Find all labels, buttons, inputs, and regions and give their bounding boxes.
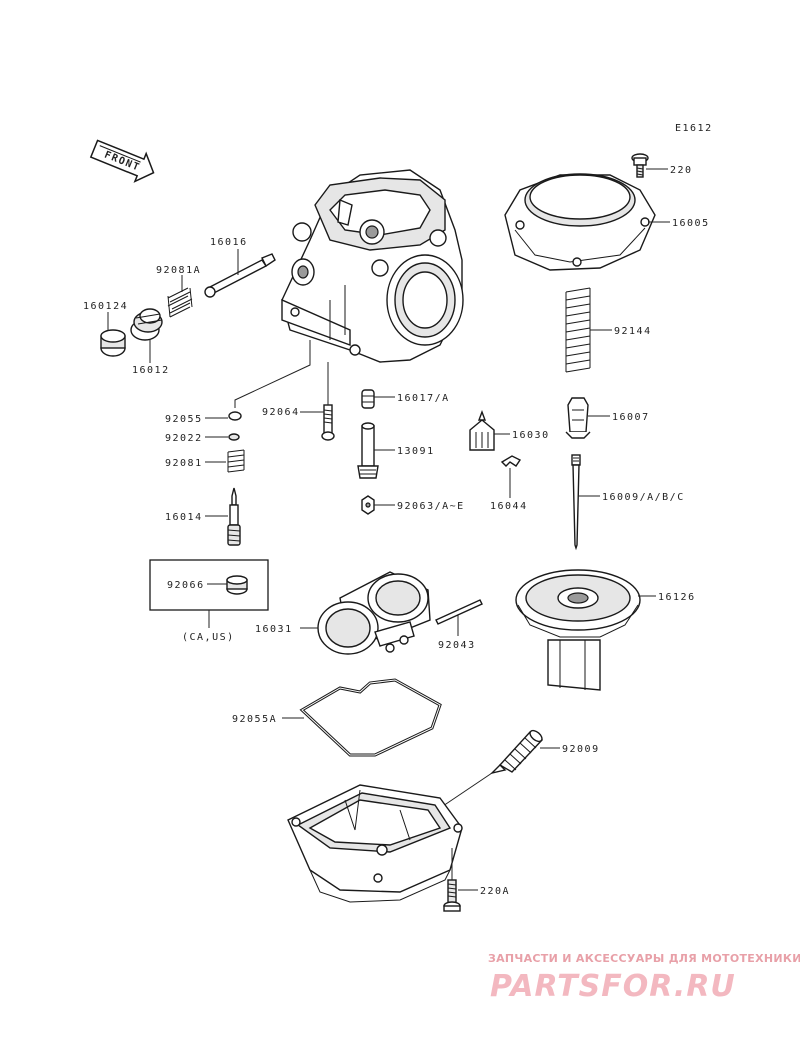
label-16017a: 16017/A	[397, 393, 450, 404]
label-16014: 16014	[165, 512, 203, 523]
spring-92081	[227, 449, 245, 473]
jet-92063	[361, 495, 375, 515]
shaft-16016	[204, 253, 276, 298]
label-16012: 16012	[132, 365, 170, 376]
label-92064: 92064	[262, 407, 300, 418]
screw-92064	[321, 404, 335, 441]
needle-16009	[571, 454, 581, 551]
label-92055: 92055	[165, 414, 203, 425]
carburetor-body	[281, 169, 464, 363]
label-16044: 16044	[490, 501, 528, 512]
diagram-code: E1612	[675, 123, 713, 134]
top-cap-16005	[504, 173, 656, 271]
label-16126: 16126	[658, 592, 696, 603]
screw-220a	[443, 879, 461, 912]
label-92022: 92022	[165, 433, 203, 444]
label-220a: 220A	[480, 886, 510, 897]
washer-92022	[228, 433, 240, 441]
label-16031: 16031	[255, 624, 293, 635]
label-16016: 16016	[210, 237, 248, 248]
pin-92043	[435, 599, 483, 625]
label-16030: 16030	[512, 430, 550, 441]
valve-16012	[130, 308, 163, 341]
label-16007: 16007	[612, 412, 650, 423]
floats-16031	[317, 571, 431, 655]
label-92009: 92009	[562, 744, 600, 755]
watermark-tagline: ЗАПЧАСТИ И АКСЕССУАРЫ ДЛЯ МОТОТЕХНИКИ	[488, 952, 800, 965]
jet-16017a	[361, 389, 375, 409]
cap-160124	[100, 329, 126, 357]
slide-16126	[515, 569, 641, 691]
watermark-logo: PARTSFOR.RU	[490, 969, 736, 1004]
note-ca-us: (CA,US)	[182, 632, 235, 643]
label-13091: 13091	[397, 446, 435, 457]
screw-220	[631, 153, 649, 178]
label-160124: 160124	[83, 301, 128, 312]
cap-92066	[226, 575, 248, 595]
label-92043: 92043	[438, 640, 476, 651]
spring-92144	[565, 287, 591, 373]
spring-92081a	[167, 287, 193, 318]
label-92063: 92063/A~E	[397, 501, 465, 512]
label-92144: 92144	[614, 326, 652, 337]
screw-16014	[227, 487, 241, 546]
needle-holder-16007	[565, 397, 591, 439]
clip-16044	[500, 455, 522, 467]
tube-13091	[357, 422, 379, 479]
label-16005: 16005	[672, 218, 710, 229]
label-16009: 16009/A/B/C	[602, 492, 685, 503]
oring-92055	[228, 411, 242, 421]
gasket-92055a	[299, 678, 442, 757]
float-valve-16030	[469, 410, 495, 451]
label-220: 220	[670, 165, 693, 176]
front-arrow-icon: FRONT	[89, 139, 155, 183]
screw-92009	[489, 729, 544, 775]
label-92066: 92066	[167, 580, 205, 591]
label-92081a: 92081A	[156, 265, 201, 276]
label-92055a: 92055A	[232, 714, 277, 725]
float-bowl	[287, 784, 463, 903]
label-92081: 92081	[165, 458, 203, 469]
